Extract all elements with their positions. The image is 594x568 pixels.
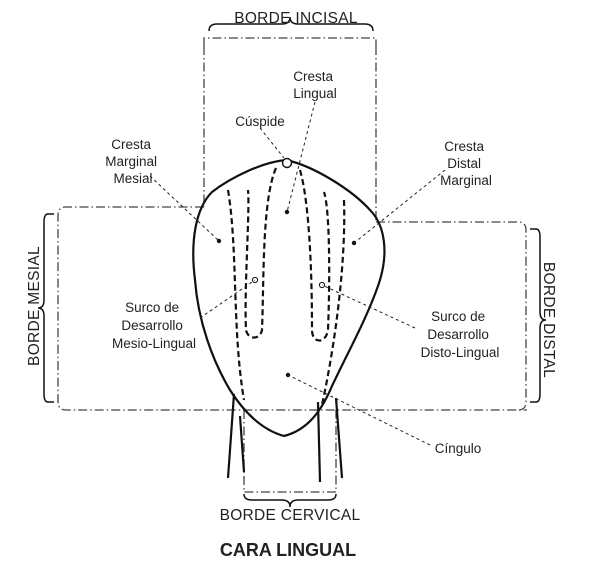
lingual-ridge-point	[284, 209, 290, 215]
cresta-lingual-label: Cresta Lingual	[293, 69, 337, 101]
brace-left	[37, 213, 54, 403]
brace-right	[530, 228, 547, 403]
cresta-marginal-mesial-label: Cresta Marginal Mesial	[105, 137, 161, 186]
incisal-border-label: BORDE INCISAL	[234, 10, 358, 27]
cervical-border-label: BORDE CERVICAL	[220, 507, 361, 524]
mesial-marginal-ridge	[226, 189, 246, 401]
lingual-ridge-right	[298, 169, 331, 342]
surco-mesio-lingual-label: Surco de Desarrollo Mesio-Lingual	[112, 300, 196, 351]
surco-disto-lingual-label: Surco de Desarrollo Disto-Lingual	[421, 309, 500, 360]
lingual-ridge-left	[244, 167, 278, 339]
cuspide-label: Cúspide	[235, 114, 285, 129]
distal-marginal-ridge	[320, 199, 346, 406]
brace-top	[208, 16, 374, 32]
brace-bottom	[243, 493, 337, 508]
distal-border-label: BORDE DISTAL	[540, 262, 557, 378]
mesial-ridge-point	[216, 238, 222, 244]
cresta-distal-marginal-label: Cresta Distal Marginal	[440, 139, 492, 188]
border-braces	[37, 16, 547, 508]
leader-lines	[149, 101, 446, 446]
ridges-and-grooves	[226, 167, 346, 406]
reference-frame	[57, 37, 527, 493]
cingulo-label: Cíngulo	[435, 441, 482, 456]
root-outline	[226, 393, 344, 483]
cusp-tip-marker	[281, 157, 293, 169]
crown-outline	[192, 158, 386, 438]
mesial-border-label: BORDE MESIAL	[26, 246, 43, 366]
figure-title: CARA LINGUAL	[220, 540, 356, 560]
